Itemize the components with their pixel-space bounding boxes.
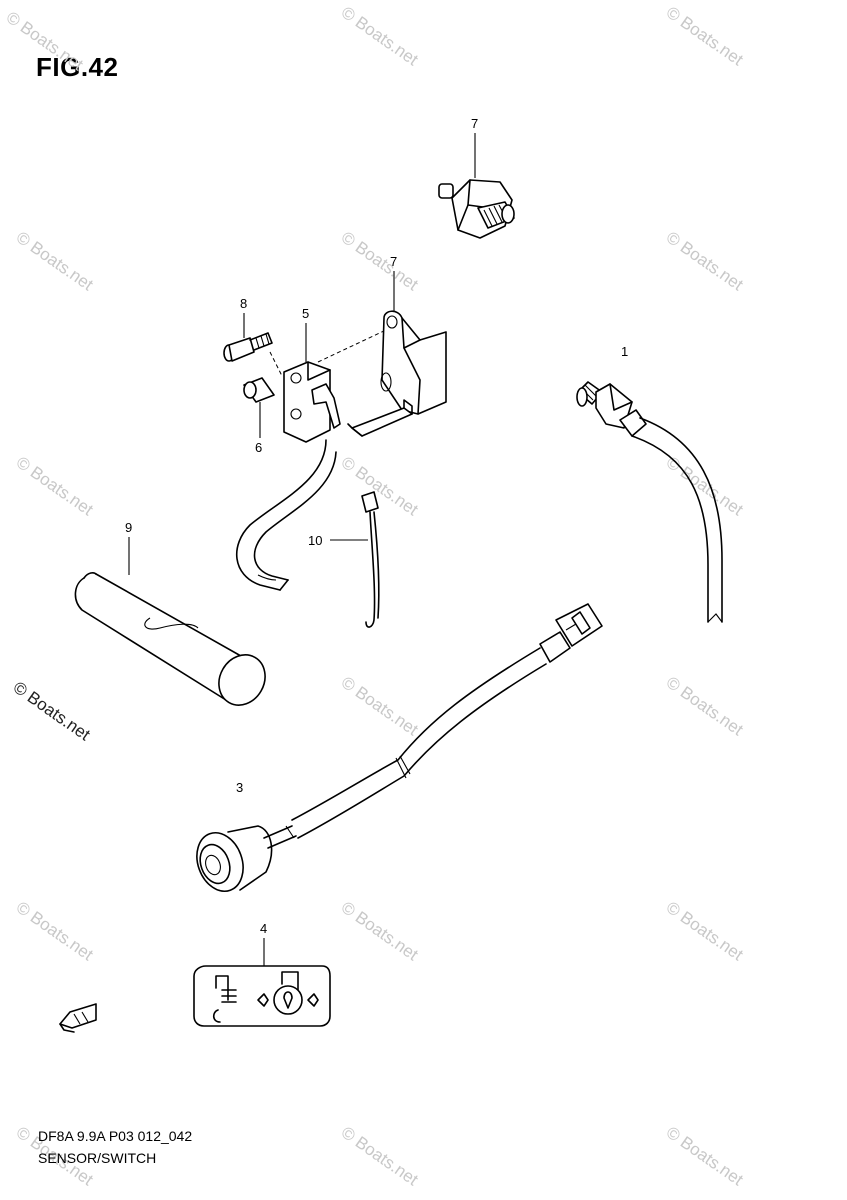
callout-6: 6 [255,440,262,455]
figure-code: DF8A 9.9A P03 012_042 [38,1128,193,1144]
watermark: © Boats.net [663,3,747,70]
callout-5: 5 [302,306,309,321]
watermark: © Boats.net [13,453,97,520]
watermark: © Boats.net [663,1123,747,1190]
part-7-bracket[interactable]: 7 [347,254,447,437]
part-6-spacer[interactable]: 6 [243,377,275,455]
callout-7-mid: 7 [390,254,397,269]
watermark: © Boats.net [338,3,422,70]
callout-10: 10 [308,533,322,548]
watermark: © Boats.net [338,898,422,965]
callout-4: 4 [260,921,267,936]
watermark: © Boats.net [338,228,422,295]
figure-name: SENSOR/SWITCH [38,1150,157,1166]
part-5-neutral-switch[interactable]: 5 [236,306,387,591]
callout-9: 9 [125,520,132,535]
part-1-temperature-sensor[interactable]: 1 [576,344,723,623]
part-3-wire-harness[interactable]: 3 [189,603,603,898]
callout-3: 3 [236,780,243,795]
watermark: © Boats.net [663,228,747,295]
watermark: © Boats.net [663,898,747,965]
watermark: © Boats.net [13,228,97,295]
watermark: © Boats.net [3,8,87,75]
figure-title: FIG.42 [36,52,119,82]
watermark: © Boats.net [338,453,422,520]
watermark: © Boats.net [338,1123,422,1190]
part-9-protective-sleeve[interactable]: 9 [74,520,274,714]
watermark: © Boats.net [338,673,422,740]
callout-1: 1 [621,344,628,359]
watermark-dark: © Boats.net [10,678,94,745]
part-4-label-plate[interactable]: 4 [193,921,331,1027]
watermark: © Boats.net [13,898,97,965]
front-arrow-icon [59,1003,97,1033]
part-10-cable-tie[interactable]: 10 [308,491,380,628]
part-7-pressure-switch[interactable]: 7 [438,116,515,239]
part-8-screw[interactable]: 8 [223,296,273,362]
callout-7-top: 7 [471,116,478,131]
callout-8: 8 [240,296,247,311]
watermark: © Boats.net [663,673,747,740]
